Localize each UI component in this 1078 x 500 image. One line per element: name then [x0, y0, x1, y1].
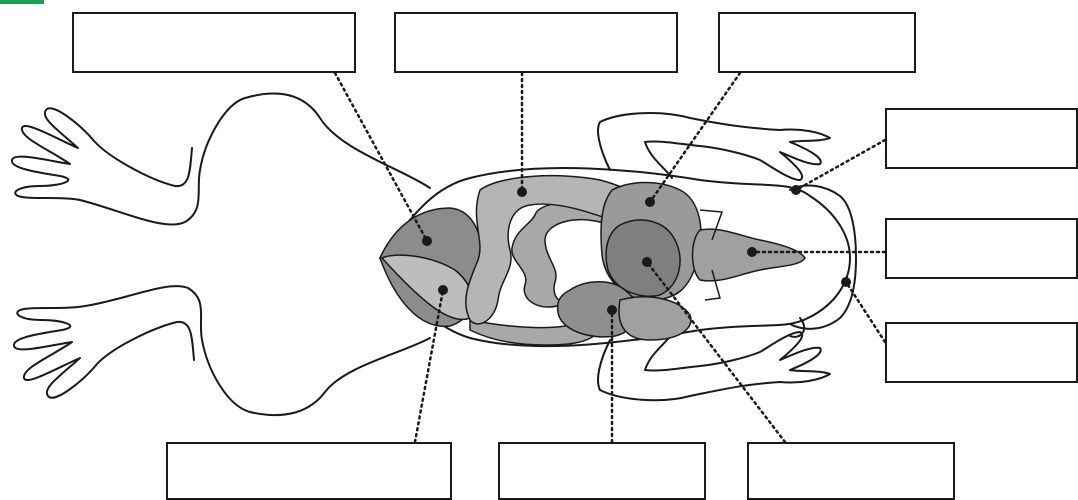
label-box-top-right[interactable]: [718, 12, 916, 73]
label-box-bottom-right[interactable]: [747, 442, 955, 500]
label-box-bottom-left[interactable]: [166, 442, 452, 500]
marker-dots: [422, 185, 851, 315]
label-box-right-upper[interactable]: [885, 108, 1078, 169]
label-box-top-left[interactable]: [72, 12, 356, 73]
label-box-right-lower[interactable]: [885, 322, 1078, 383]
leader-lines: [333, 71, 887, 444]
label-box-bottom-center[interactable]: [498, 442, 706, 500]
frog-outline: [11, 92, 857, 416]
accent-tag: [0, 0, 44, 4]
label-box-right-middle[interactable]: [885, 218, 1078, 279]
organs: [379, 174, 806, 346]
label-box-top-center[interactable]: [394, 12, 678, 73]
